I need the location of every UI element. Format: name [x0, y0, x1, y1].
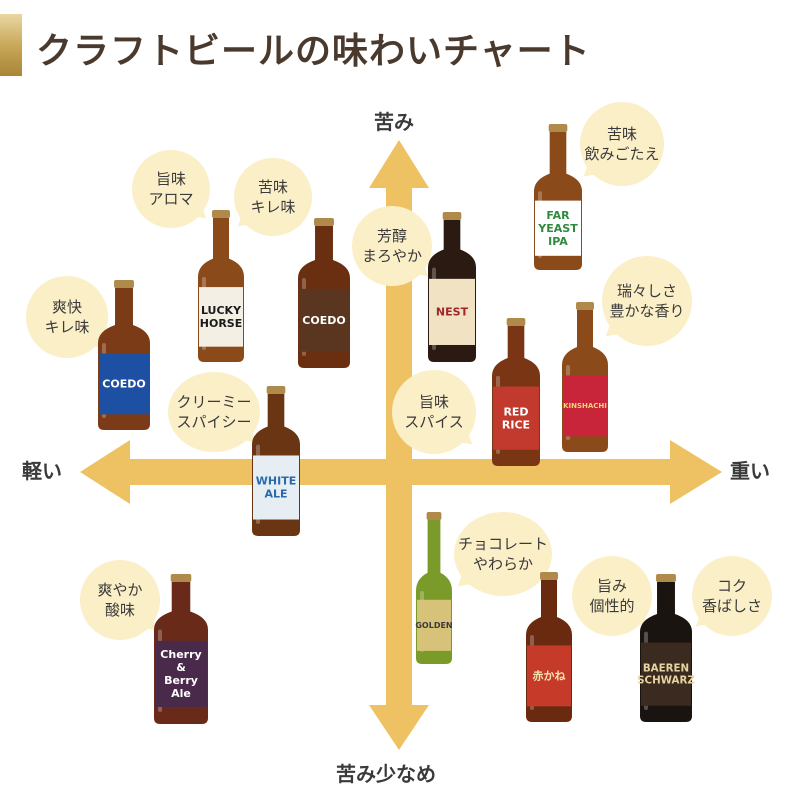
bottle-cap [114, 280, 134, 288]
bottle-cap [507, 318, 526, 326]
beer-bottle-akagane: 赤かね [524, 572, 574, 722]
bottle-label-text: 赤かね [533, 669, 566, 683]
beer-bottle-kinshachi: KINSHACHI [560, 302, 610, 452]
bottle-cap [171, 574, 192, 582]
bottle-label-text: Ale [171, 687, 191, 700]
bottle-cap [212, 210, 230, 218]
bottle-label-text: & [176, 661, 186, 674]
beer-bottle-golden: GOLDEN [414, 512, 454, 664]
bottle-label-text: COEDO [302, 314, 345, 327]
bottle-cap [540, 572, 558, 580]
axis-label-right: 重い [730, 455, 770, 484]
flavor-bubble-sawayaka: 爽やか 酸味 [80, 560, 160, 640]
axis-label-top: 苦み [374, 106, 414, 135]
bottle-label-text: ALE [264, 488, 287, 501]
bottle-label-text: RICE [502, 418, 530, 431]
bottle-label-text: Cherry [160, 648, 201, 661]
axis-label-bottom: 苦み少なめ [336, 758, 436, 787]
flavor-bubble-umami-spice: 旨味 スパイス [392, 370, 476, 454]
bottle-label-text: SCHWARZ [637, 675, 695, 687]
flavor-bubble-koku: コク 香ばしさ [692, 556, 772, 636]
bottle-label-text: LUCKY [201, 304, 242, 317]
bottle-cap [267, 386, 286, 394]
flavor-bubble-zuizui: 瑞々しさ 豊かな香り [602, 256, 692, 346]
beer-bottle-coedo-brown: COEDO [296, 218, 352, 368]
bottle-cap [314, 218, 334, 226]
bottle-label-text: IPA [548, 235, 568, 248]
axis-label-left: 軽い [22, 455, 62, 484]
bottle-label-text: HORSE [200, 317, 242, 330]
bottle-label-text: KINSHACHI [563, 402, 607, 410]
bottle-label-text: NEST [436, 306, 469, 319]
flavor-bubble-creamy: クリーミー スパイシー [168, 372, 260, 452]
bottle-cap [443, 212, 462, 220]
bottle-label-text: GOLDEN [415, 621, 452, 630]
flavor-bubble-nigami-nomi: 苦味 飲みごたえ [580, 102, 664, 186]
bottle-cap [576, 302, 594, 310]
bottle-label-text: COEDO [102, 378, 145, 391]
bottle-label-text: BAEREN [643, 662, 689, 674]
bottle-label-text: Berry [164, 674, 198, 687]
beer-bottle-coedo-blue: COEDO [96, 280, 152, 430]
bottle-cap [656, 574, 676, 582]
bottle-cap [427, 512, 442, 520]
flavor-bubble-houjun: 芳醇 まろやか [352, 206, 432, 286]
bottle-label-text: YEAST [537, 222, 578, 235]
beer-bottle-nest-dark: NEST [426, 212, 478, 362]
bottle-label-text: WHITE [256, 475, 296, 488]
bottle-label-text: FAR [546, 209, 570, 222]
bottle-cap [549, 124, 568, 132]
bottle-label-text: RED [503, 405, 528, 418]
